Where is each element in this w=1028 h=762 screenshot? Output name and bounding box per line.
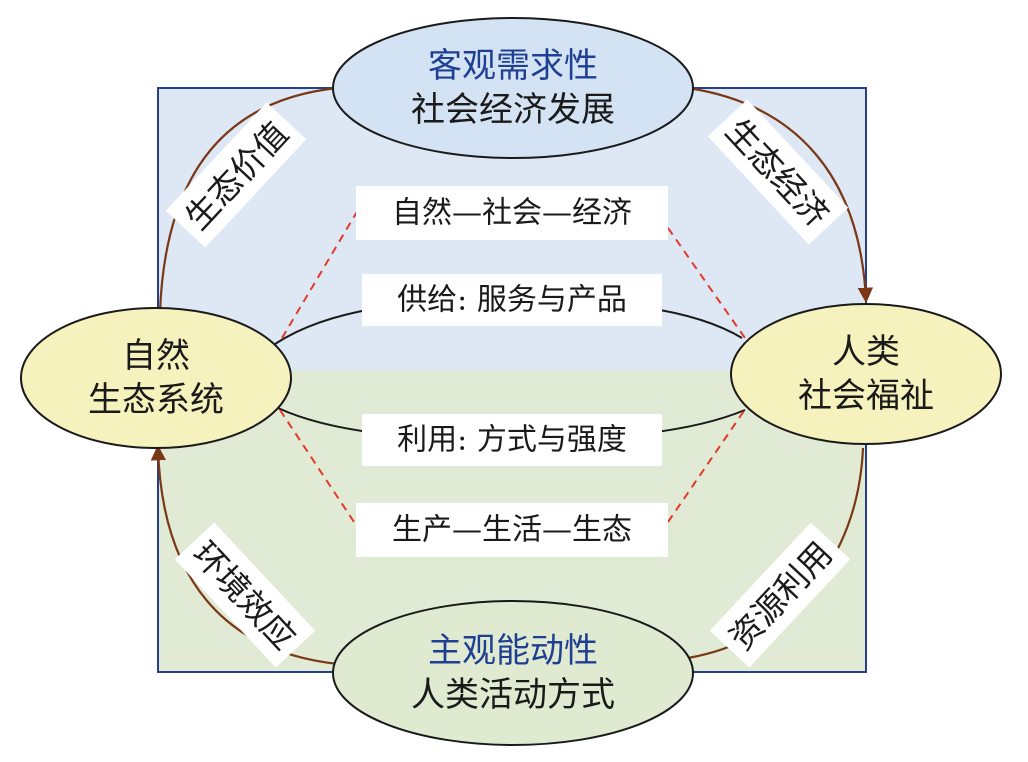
node-bottom-ellipse [332, 600, 694, 746]
node-right-ellipse [730, 303, 1002, 445]
label-upper-dashed-text: 自然—社会—经济 [392, 196, 632, 231]
node-top-subtitle: 社会经济发展 [411, 90, 615, 130]
label-upper-solid-text: 供给: 服务与产品 [397, 283, 627, 318]
label-lower-dashed-text: 生产—生活—生态 [392, 513, 632, 548]
node-right-line2: 社会福祉 [798, 376, 934, 416]
node-bottom-title: 主观能动性 [428, 631, 598, 671]
label-upper-solid: 供给: 服务与产品 [362, 274, 662, 326]
node-top: 客观需求性 社会经济发展 [332, 17, 694, 159]
arc-top-right [687, 86, 874, 304]
link-lower-dashed-right [667, 404, 749, 523]
label-lower-solid-text: 利用: 方式与强度 [397, 423, 627, 458]
node-left: 自然 生态系统 [20, 307, 292, 449]
node-top-ellipse [332, 17, 694, 159]
node-left-line1: 自然 [122, 336, 190, 376]
node-left-ellipse [20, 307, 292, 449]
node-bottom: 主观能动性 人类活动方式 [332, 600, 694, 746]
node-left-line2: 生态系统 [88, 380, 224, 420]
label-upper-dashed: 自然—社会—经济 [356, 186, 668, 240]
node-top-title: 客观需求性 [428, 46, 598, 86]
node-bottom-subtitle: 人类活动方式 [411, 675, 615, 715]
node-right: 人类 社会福祉 [730, 303, 1002, 445]
label-lower-solid: 利用: 方式与强度 [362, 414, 662, 466]
arc-bottom-left [150, 444, 339, 666]
link-lower-dashed-left [279, 409, 359, 529]
node-right-line1: 人类 [832, 332, 900, 372]
label-lower-dashed: 生产—生活—生态 [356, 503, 668, 557]
link-upper-dashed-left [281, 209, 359, 339]
arc-top-left [158, 86, 339, 313]
